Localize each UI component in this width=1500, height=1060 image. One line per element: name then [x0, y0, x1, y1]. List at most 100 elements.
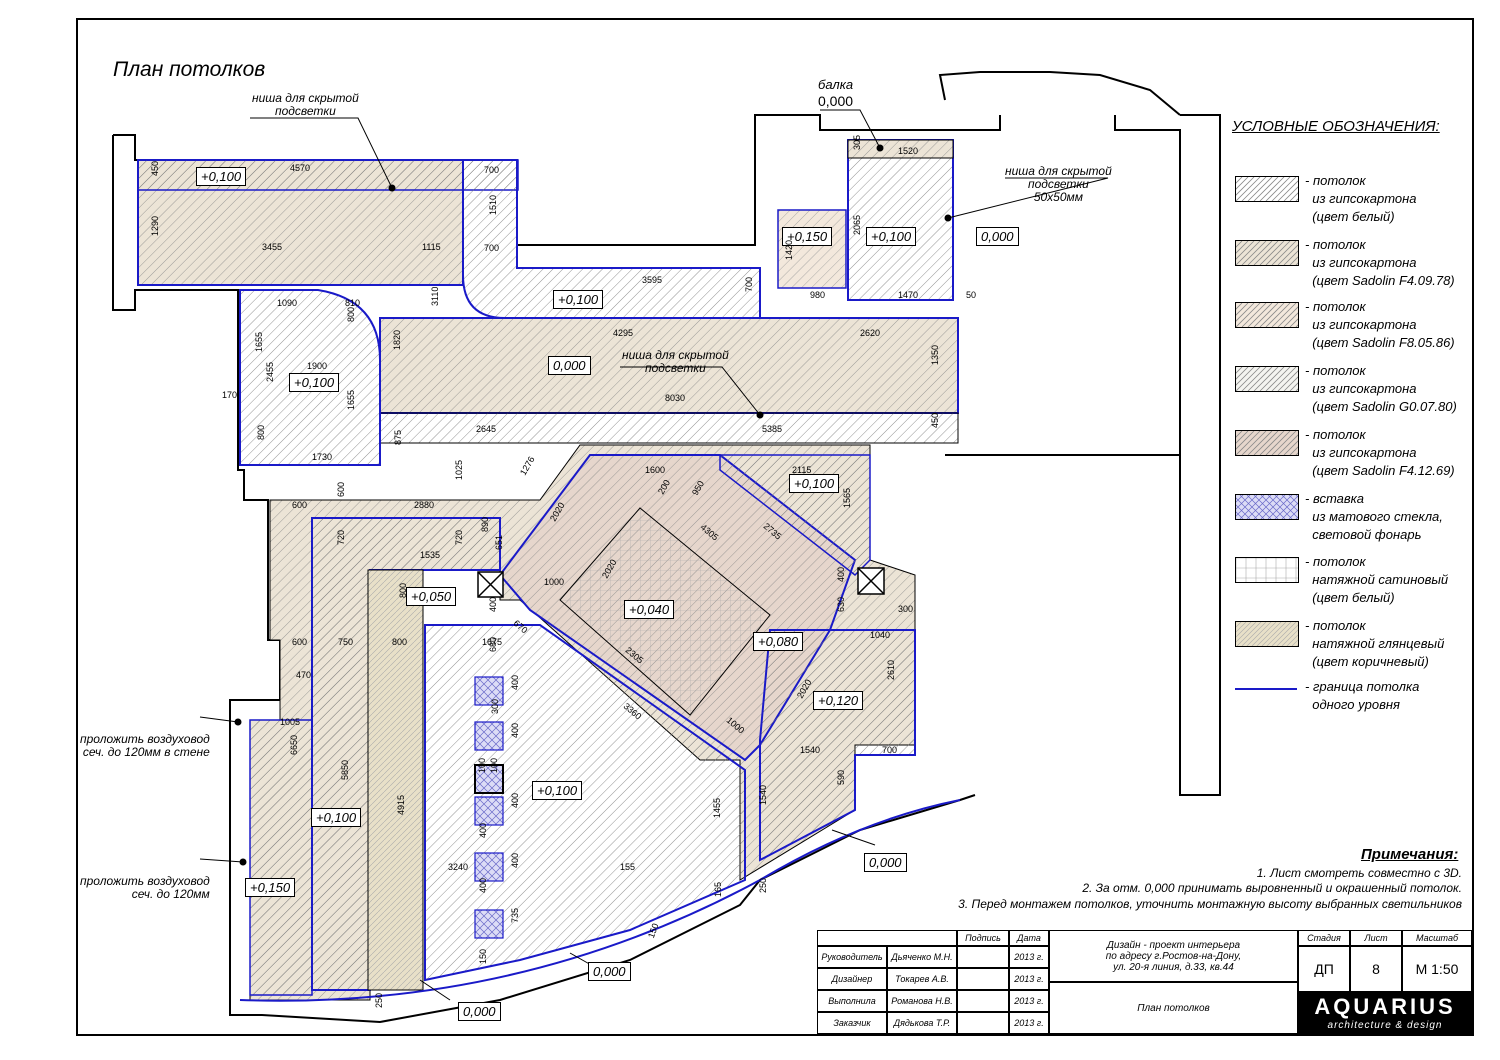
tb-stage: ДП	[1298, 946, 1350, 992]
level-mark: 0,000	[458, 1002, 501, 1021]
dimension-label: 1000	[544, 577, 565, 587]
dimension-label: 3595	[642, 275, 663, 285]
tb-sign	[957, 1012, 1009, 1034]
legend-text: - потолок из гипсокартона (цвет Sadolin …	[1305, 299, 1455, 350]
dimension-label: 651	[494, 534, 504, 550]
zone-kitchen	[424, 624, 746, 982]
duct-callout-1: проложить воздуховод сеч. до 120мм в сте…	[80, 733, 210, 759]
tb-date: 2013 г.	[1009, 968, 1049, 990]
dimension-label: 720	[336, 529, 346, 545]
dimension-label: 1470	[898, 290, 919, 300]
tb-sign	[957, 968, 1009, 990]
page-title: План потолков	[113, 58, 266, 81]
legend-text: - потолок из гипсокартона (цвет Sadolin …	[1305, 427, 1455, 478]
dimension-label: 1600	[645, 465, 666, 475]
notes-title: Примечания:	[1361, 846, 1459, 863]
tb-sheet: 8	[1350, 946, 1402, 992]
niche-callout-1: ниша для скрытой подсветки	[252, 92, 359, 118]
dimension-label: 400	[488, 596, 498, 612]
dimension-label: 750	[338, 637, 354, 647]
dimension-label: 400	[510, 722, 520, 738]
dimension-label: 875	[393, 429, 403, 445]
logo-main: AQUARIUS	[1314, 994, 1456, 1019]
leaders	[199, 109, 1109, 1001]
dimension-label: 1115	[422, 242, 441, 252]
level-mark: +0,100	[789, 474, 840, 493]
legend-swatch	[1235, 621, 1299, 647]
tb-name: Дядькова Т.Р.	[887, 1012, 957, 1034]
duct-callout-2: проложить воздуховод сеч. до 120мм	[80, 875, 210, 901]
dimension-label: 800	[346, 306, 356, 322]
niche-callout-2: ниша для скрытой подсветки 50x50мм	[1005, 165, 1112, 204]
duct-callout-2-text: проложить воздуховод сеч. до 120мм	[80, 874, 210, 901]
dimension-label: 1455	[712, 797, 722, 818]
dimension-label: 2610	[886, 659, 896, 680]
legend-text: - вставка из матового стекла, световой ф…	[1305, 491, 1443, 542]
tb-stage-label: Стадия	[1298, 930, 1350, 946]
dimension-label: 600	[292, 637, 308, 647]
dimension-label: 1420	[784, 239, 794, 260]
dimension-label: 450	[150, 160, 160, 176]
dimension-label: 5850	[340, 759, 350, 780]
dimension-label: 800	[256, 424, 266, 440]
dimension-label: 3240	[448, 862, 469, 872]
dimension-label: 400	[510, 852, 520, 868]
dimension-label: 165	[713, 881, 723, 897]
tb-sheet-label: Лист	[1350, 930, 1402, 946]
dimension-label: 300	[490, 698, 500, 714]
level-mark: +0,120	[813, 691, 864, 710]
legend-swatch	[1235, 557, 1299, 583]
dimension-label: 400	[510, 674, 520, 690]
tb-scale-label: Масштаб	[1402, 930, 1472, 946]
dimension-label: 1005	[280, 717, 301, 727]
dimension-label: 590	[836, 769, 846, 785]
dimension-label: 600	[292, 500, 308, 510]
dimension-label: 720	[454, 529, 464, 545]
dimension-label: 1520	[898, 146, 919, 156]
tb-sign	[957, 990, 1009, 1012]
level-mark: +0,100	[289, 373, 340, 392]
dimension-label: 1025	[454, 459, 464, 480]
dimension-label: 4295	[613, 328, 634, 338]
aquarius-logo: AQUARIUS architecture & design	[1298, 992, 1472, 1034]
dimension-label: 1535	[420, 550, 441, 560]
level-mark: 0,000	[976, 227, 1019, 246]
legend-text: - потолок натяжной глянцевый (цвет корич…	[1305, 618, 1445, 669]
zone-top-strip	[137, 159, 519, 286]
dimension-label: 400	[478, 877, 488, 893]
level-mark: +0,050	[406, 587, 457, 606]
dimension-label: 300	[898, 604, 914, 614]
dimension-label: 800	[392, 637, 408, 647]
dimension-label: 2645	[476, 424, 497, 434]
dimension-label: 700	[484, 243, 500, 253]
dimension-label: 1730	[312, 452, 333, 462]
niche-callout-1-text: ниша для скрытой подсветки	[252, 91, 359, 118]
legend-swatch	[1235, 494, 1299, 520]
level-mark: +0,100	[866, 227, 917, 246]
dimension-label: 630	[836, 596, 846, 612]
tb-project: Дизайн - проект интерьера по адресу г.Ро…	[1049, 930, 1298, 982]
dimension-label: 1655	[346, 389, 356, 410]
tb-sheet-name: План потолков	[1049, 982, 1298, 1034]
dimension-label: 700	[882, 745, 898, 755]
dimension-label: 400	[478, 822, 488, 838]
dimension-label: 1350	[930, 344, 940, 365]
tb-col-sign: Подпись	[957, 930, 1009, 946]
level-mark: 0,000	[588, 962, 631, 981]
legend-swatch	[1235, 366, 1299, 392]
legend-swatch	[1235, 176, 1299, 202]
dimension-label: 150	[478, 948, 488, 964]
dimension-label: 2455	[265, 361, 275, 382]
level-mark: +0,080	[753, 632, 804, 651]
tb-date: 2013 г.	[1009, 990, 1049, 1012]
level-mark: +0,100	[311, 808, 362, 827]
dimension-label: 700	[484, 165, 500, 175]
legend-text: - потолок натяжной сатиновый (цвет белый…	[1305, 554, 1449, 605]
tb-role: Выполнила	[817, 990, 887, 1012]
dimension-label: 980	[810, 290, 826, 300]
lightwells	[477, 567, 885, 598]
dimension-label: 1510	[488, 194, 498, 215]
level-mark: +0,150	[782, 227, 833, 246]
note-3: 3. Перед монтажем потолков, уточнить мон…	[958, 897, 1462, 911]
dimension-label: 3455	[262, 242, 283, 252]
